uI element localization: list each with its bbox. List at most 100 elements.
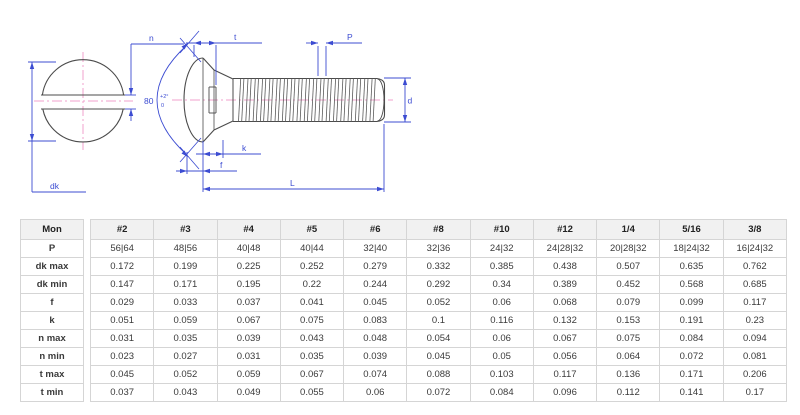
table-cell: 0.136	[596, 365, 661, 384]
table-cell: 0.385	[469, 257, 534, 276]
dim-label-t: t	[234, 32, 237, 42]
angle-tolerance-minus: 0	[161, 103, 164, 109]
table-row-label: f	[20, 293, 84, 312]
table-cell: 0.045	[406, 347, 471, 366]
table-cell: 0.195	[216, 275, 281, 294]
dimension-labels: n t P d dk k f L 80 +2° 0	[50, 32, 413, 191]
table-cell: 0.147	[89, 275, 155, 294]
table-cell: 0.206	[722, 365, 788, 384]
table-cell: 0.084	[659, 329, 724, 348]
table-cell: 0.171	[153, 275, 218, 294]
table-cell: 0.191	[659, 311, 724, 330]
screw-side-view	[183, 57, 386, 143]
table-row-label: t min	[20, 383, 84, 402]
slot-notch	[208, 86, 217, 114]
dim-label-d: d	[408, 96, 413, 106]
row-label: k	[20, 311, 84, 330]
table-cell: 0.244	[343, 275, 408, 294]
table-cell: 0.132	[532, 311, 598, 330]
column-header: #6	[343, 219, 408, 240]
table-row-label: t max	[20, 365, 84, 384]
table-cell: 0.079	[596, 293, 661, 312]
table-cell: 24|28|32	[532, 239, 598, 258]
angle-label: 80	[144, 96, 154, 106]
centerlines	[34, 52, 393, 150]
table-cell: 0.252	[279, 257, 345, 276]
table-cell: 0.112	[596, 383, 661, 402]
column-header: 5/16	[659, 219, 724, 240]
table-cell: 0.096	[532, 383, 598, 402]
table-cell: 0.074	[343, 365, 408, 384]
table-cell: 0.048	[343, 329, 408, 348]
table-cell: 0.438	[532, 257, 598, 276]
table-cell: 32|40	[343, 239, 408, 258]
table-cell: 0.035	[279, 347, 345, 366]
table-cell: 0.1	[406, 311, 471, 330]
table-cell: 0.762	[722, 257, 788, 276]
table-cell: 0.06	[469, 293, 534, 312]
table-cell: 0.033	[153, 293, 218, 312]
angle-construction-lines	[179, 30, 202, 170]
table-cell: 0.043	[279, 329, 345, 348]
table-cell: 16|24|32	[722, 239, 788, 258]
table-cell: 0.035	[153, 329, 218, 348]
row-label: n max	[20, 329, 84, 348]
angle-arc	[156, 44, 188, 156]
table-cell: 0.05	[469, 347, 534, 366]
column-header: 3/8	[722, 219, 788, 240]
table-cell: 0.055	[279, 383, 345, 402]
column-header: #10	[469, 219, 534, 240]
column-header: 1/4	[596, 219, 661, 240]
table-cell: 0.051	[89, 311, 155, 330]
table-cell: 40|44	[279, 239, 345, 258]
table-row-label: n max	[20, 329, 84, 348]
table-row-label: dk max	[20, 257, 84, 276]
row-label: n min	[20, 347, 84, 366]
table-cell: 0.34	[469, 275, 534, 294]
dim-label-f: f	[220, 160, 223, 170]
dim-label-l: L	[290, 178, 295, 188]
table-cell: 0.389	[532, 275, 598, 294]
table-cell: 0.117	[532, 365, 598, 384]
table-row-label: n min	[20, 347, 84, 366]
table-row-label: k	[20, 311, 84, 330]
table-cell: 0.075	[596, 329, 661, 348]
table-cell: 0.075	[279, 311, 345, 330]
table-cell: 0.117	[722, 293, 788, 312]
table-cell: 32|36	[406, 239, 471, 258]
table-cell: 0.081	[722, 347, 788, 366]
table-cell: 0.049	[216, 383, 281, 402]
row-label: dk min	[20, 275, 84, 294]
row-label: t max	[20, 365, 84, 384]
angle-tolerance-plus: +2°	[160, 94, 168, 100]
row-label: t min	[20, 383, 84, 402]
table-cell: 0.056	[532, 347, 598, 366]
table-cell: 0.072	[406, 383, 471, 402]
column-header: #8	[406, 219, 471, 240]
table-cell: 0.199	[153, 257, 218, 276]
dim-label-k: k	[242, 143, 247, 153]
table-cell: 0.031	[89, 329, 155, 348]
screw-technical-drawing: n t P d dk k f L 80 +2° 0	[28, 30, 413, 193]
table-cell: 0.084	[469, 383, 534, 402]
dimension-lines	[28, 30, 411, 193]
column-header: #5	[279, 219, 345, 240]
table-cell: 0.045	[89, 365, 155, 384]
dim-label-p: P	[347, 32, 353, 42]
column-header: #4	[216, 219, 281, 240]
table-cell: 0.067	[532, 329, 598, 348]
table-cell: 0.054	[406, 329, 471, 348]
table-cell: 18|24|32	[659, 239, 724, 258]
dim-label-n: n	[149, 33, 154, 43]
table-cell: 0.225	[216, 257, 281, 276]
table-cell: 0.029	[89, 293, 155, 312]
table-cell: 0.083	[343, 311, 408, 330]
